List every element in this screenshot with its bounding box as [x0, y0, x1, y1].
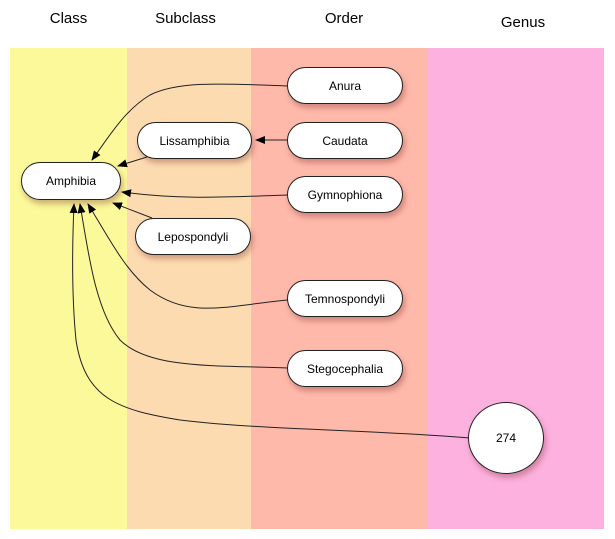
edge-anura-amphibia — [91, 83, 289, 161]
edge-lepospondyli-amphibia — [112, 202, 153, 219]
node-temnospondyli[interactable]: Temnospondyli — [287, 280, 403, 317]
edge-stegocephalia-amphibia — [77, 203, 289, 369]
node-caudata[interactable]: Caudata — [287, 122, 403, 159]
edge-temnospondyli-amphibia — [87, 203, 289, 309]
lane-title-class: Class — [49, 10, 88, 27]
lane-title-genus: Genus — [500, 14, 546, 31]
node-lissamphibia[interactable]: Lissamphibia — [137, 122, 252, 159]
lane-title-order: Order — [324, 10, 364, 27]
node-amphibia[interactable]: Amphibia — [21, 162, 121, 200]
edge-genus-amphibia — [69, 203, 471, 439]
node-genus-count[interactable]: 274 — [468, 402, 544, 474]
node-stegocephalia[interactable]: Stegocephalia — [287, 350, 403, 387]
lane-title-subclass: Subclass — [155, 10, 216, 27]
edge-gymnophiona-amphibia — [121, 189, 289, 198]
node-gymnophiona[interactable]: Gymnophiona — [287, 176, 403, 213]
node-lepospondyli[interactable]: Lepospondyli — [135, 218, 251, 255]
node-anura[interactable]: Anura — [287, 67, 403, 104]
edge-lissamphibia-amphibia — [117, 156, 148, 168]
lane-class — [10, 48, 127, 529]
